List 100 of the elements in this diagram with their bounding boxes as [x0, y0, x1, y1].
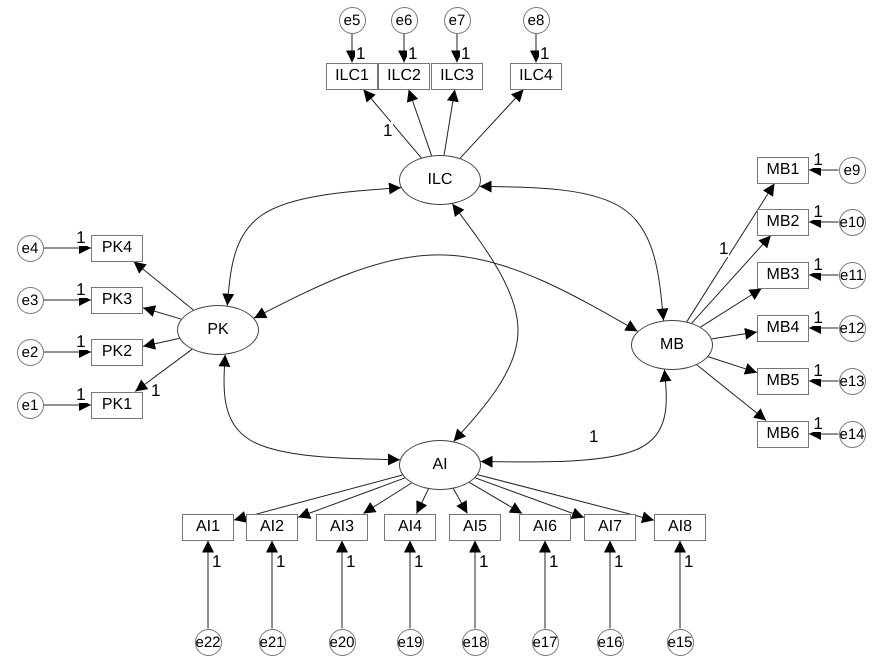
observed-variable-box: PK3 — [91, 286, 143, 314]
edge-label: 1 — [812, 309, 824, 326]
latent-variable-ellipse: AI — [399, 440, 481, 490]
arrow — [362, 482, 412, 514]
observed-variable-box: PK4 — [91, 234, 143, 262]
error-term-circle: e6 — [390, 6, 418, 34]
error-term-circle: e9 — [838, 156, 866, 184]
edge-label: 1 — [75, 386, 87, 403]
arrow — [686, 183, 775, 322]
error-term-circle: e8 — [522, 6, 550, 34]
observed-variable-box: ILC1 — [326, 62, 378, 90]
observed-variable-box: MB2 — [757, 208, 809, 236]
edge-label: 1 — [812, 151, 824, 168]
arrow — [674, 540, 686, 629]
error-term-circle: e15 — [666, 628, 694, 656]
observed-variable-box: ILC2 — [378, 62, 430, 90]
edge-label: 1 — [75, 229, 87, 246]
edge-label: 1 — [211, 552, 222, 570]
edge-label: 1 — [478, 552, 490, 570]
arrow — [202, 540, 214, 629]
arrow — [416, 488, 429, 514]
error-term-circle: e1 — [16, 392, 44, 418]
observed-variable-box: AI3 — [316, 514, 368, 540]
edge-label: 1 — [345, 552, 356, 570]
arrow — [142, 338, 180, 350]
arrow — [700, 288, 762, 328]
error-term-circle: e17 — [532, 628, 558, 656]
arrow — [142, 305, 182, 320]
arrow — [404, 540, 416, 629]
arrow — [468, 482, 523, 514]
covariance-arrow — [479, 180, 668, 322]
covariance-arrow — [218, 354, 400, 466]
edge-label: 1 — [812, 203, 824, 220]
edge-label: 1 — [718, 240, 730, 257]
error-term-circle: e7 — [444, 6, 470, 34]
edge-label: 1 — [75, 333, 87, 350]
error-term-circle: e3 — [16, 286, 44, 314]
arrow — [708, 356, 758, 375]
arrow — [298, 477, 406, 519]
observed-variable-box: AI1 — [182, 514, 234, 540]
covariance-arrow — [480, 369, 672, 468]
error-term-circle: e4 — [16, 234, 44, 262]
covariance-arrow — [254, 254, 638, 332]
edge-label: 1 — [588, 428, 600, 445]
arrow — [444, 89, 459, 156]
error-term-circle: e22 — [194, 628, 222, 656]
arrow — [452, 488, 468, 514]
edge-label: 1 — [150, 382, 162, 399]
observed-variable-box: ILC3 — [431, 62, 483, 90]
arrow — [133, 261, 194, 310]
error-term-circle: e5 — [338, 6, 366, 34]
arrow — [691, 235, 772, 324]
error-term-circle: e12 — [838, 314, 866, 342]
edge-label: 1 — [548, 552, 560, 570]
observed-variable-box: MB6 — [757, 420, 809, 448]
observed-variable-box: AI8 — [654, 514, 706, 540]
observed-variable-box: MB5 — [757, 368, 809, 394]
edge-label: 1 — [812, 362, 824, 379]
observed-variable-box: PK1 — [91, 392, 143, 418]
arrow — [696, 364, 767, 421]
edge-label: 1 — [382, 122, 394, 139]
edge-label: 1 — [275, 552, 286, 570]
arrow — [336, 540, 348, 629]
edge-label: 1 — [812, 256, 824, 273]
observed-variable-box: AI7 — [584, 514, 636, 540]
observed-variable-box: MB3 — [757, 262, 809, 288]
latent-variable-ellipse: MB — [631, 320, 713, 370]
error-term-circle: e10 — [838, 208, 866, 236]
arrow — [460, 89, 524, 159]
error-term-circle: e18 — [462, 628, 488, 656]
edge-label: 1 — [75, 281, 87, 298]
arrow — [604, 540, 616, 629]
covariance-arrow — [222, 182, 402, 306]
observed-variable-box: AI5 — [449, 514, 501, 540]
latent-variable-ellipse: PK — [177, 305, 259, 355]
latent-variable-ellipse: ILC — [399, 155, 481, 205]
arrow — [711, 328, 758, 340]
observed-variable-box: AI2 — [246, 514, 298, 540]
arrow — [539, 540, 551, 629]
arrow — [234, 474, 403, 523]
arrow — [474, 477, 584, 520]
arrow — [406, 89, 432, 156]
observed-variable-box: PK2 — [91, 338, 143, 366]
error-term-circle: e11 — [838, 262, 866, 288]
edge-label: 1 — [683, 552, 694, 570]
arrow — [477, 474, 654, 524]
error-term-circle: e19 — [396, 628, 424, 656]
arrow — [469, 540, 481, 629]
error-term-circle: e2 — [16, 338, 44, 366]
edge-label: 1 — [812, 415, 824, 432]
arrow — [134, 348, 192, 392]
error-term-circle: e21 — [258, 628, 286, 656]
error-term-circle: e13 — [838, 368, 866, 394]
covariance-arrow — [452, 203, 518, 442]
observed-variable-box: AI6 — [519, 514, 571, 540]
observed-variable-box: ILC4 — [510, 62, 562, 90]
arrow — [266, 540, 278, 629]
observed-variable-box: MB1 — [757, 156, 809, 184]
observed-variable-box: AI4 — [384, 514, 436, 540]
error-term-circle: e20 — [328, 628, 356, 656]
